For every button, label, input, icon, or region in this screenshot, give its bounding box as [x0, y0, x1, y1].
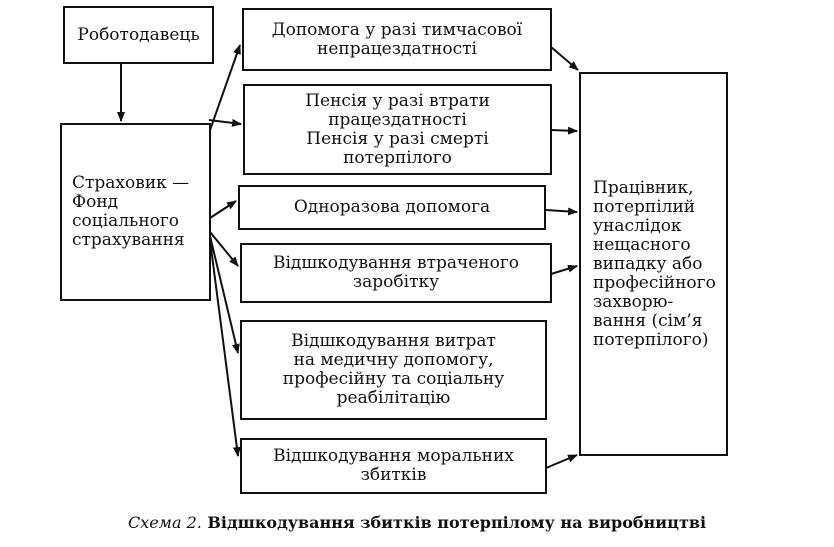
benefit-label: Відшкодування моральних збитків: [273, 446, 514, 485]
arrow-benefit-3-to-recipient: [545, 207, 578, 216]
arrow-insurer-to-benefit-3: [209, 200, 237, 219]
benefit-box-medical-costs: Відшкодування витрат на медичну допомогу…: [240, 320, 547, 420]
benefit-label: Відшкодування втраченого заробітку: [272, 253, 520, 292]
caption-text: Відшкодування збитків потерпілому на вир…: [201, 513, 707, 532]
insurer-label: Страховик — Фонд соціального страхування: [72, 173, 190, 250]
benefit-label: Одноразова допомога: [293, 197, 491, 217]
arrow-insurer-to-benefit-5: [209, 235, 240, 354]
arrow-insurer-to-benefit-6: [209, 239, 241, 457]
benefit-label: Пенсія у разі втрати працездатності Пенс…: [305, 90, 490, 168]
benefit-label: Відшкодування витрат на медичну допомогу…: [282, 331, 505, 408]
arrow-insurer-to-benefit-2: [208, 118, 242, 127]
benefit-box-lost-earnings: Відшкодування втраченого заробітку: [240, 243, 552, 303]
arrow-benefit-4-to-recipient: [550, 264, 578, 275]
benefit-box-pension: Пенсія у разі втрати працездатності Пенс…: [243, 84, 552, 175]
figure-caption: Схема 2. Відшкодування збитків потерпіло…: [0, 513, 834, 532]
recipient-label: Працівник, потерпілий унаслідок нещасног…: [593, 177, 716, 350]
arrow-insurer-to-benefit-4: [209, 231, 239, 267]
benefit-box-temporary-disability: Допомога у разі тимчасової непрацездатно…: [242, 8, 552, 71]
employer-box: Роботодавець: [63, 6, 214, 64]
arrow-benefit-1-to-recipient: [550, 46, 579, 71]
caption-label: Схема 2.: [127, 513, 202, 532]
arrow-benefit-2-to-recipient: [550, 126, 578, 135]
benefit-box-moral-damages: Відшкодування моральних збитків: [240, 438, 547, 494]
employer-label: Роботодавець: [77, 24, 200, 45]
arrow-benefit-6-to-recipient: [545, 454, 578, 469]
insurer-box: Страховик — Фонд соціального страхування: [60, 123, 211, 301]
recipient-box: Працівник, потерпілий унаслідок нещасног…: [579, 72, 728, 456]
benefit-label: Допомога у разі тимчасової непрацездатно…: [271, 19, 523, 59]
benefit-box-lump-sum: Одноразова допомога: [238, 185, 546, 230]
arrow-insurer-to-benefit-1: [208, 44, 241, 134]
